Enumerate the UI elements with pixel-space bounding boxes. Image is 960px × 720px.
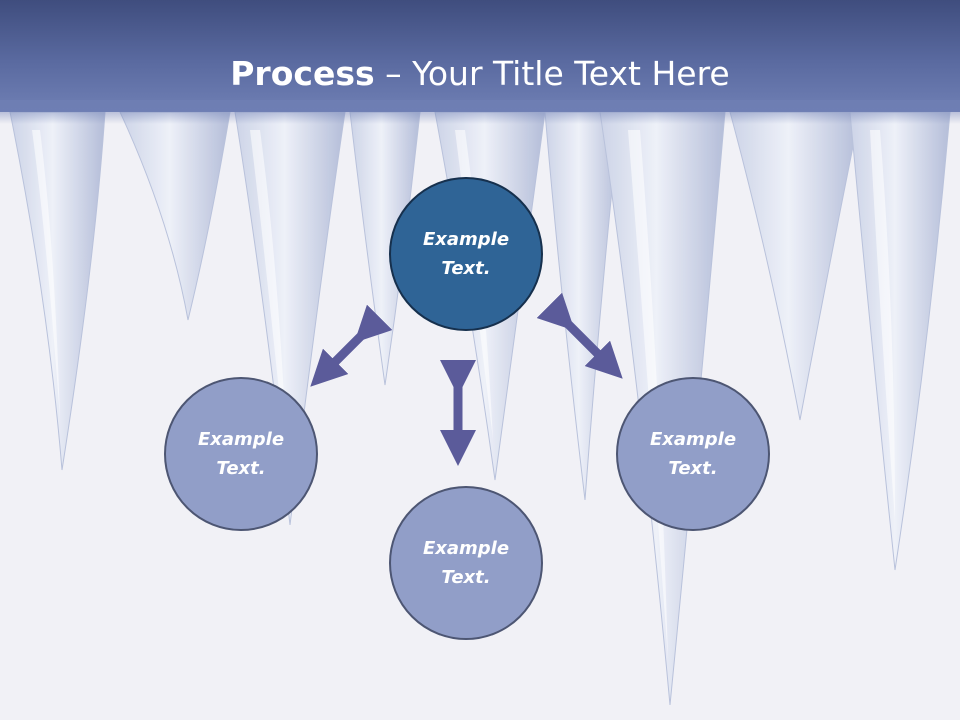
process-node-right: Example Text. <box>616 377 770 531</box>
slide-title-rest: – Your Title Text Here <box>374 54 730 93</box>
process-node-left-text: Example Text. <box>197 429 285 479</box>
slide-title-bold: Process <box>230 54 375 93</box>
title-bar-fade <box>0 100 960 124</box>
arrow-top-right <box>536 292 623 379</box>
process-node-top: Example Text. <box>389 177 543 331</box>
process-node-top-text: Example Text. <box>422 229 510 279</box>
process-node-bottom-text: Example Text. <box>422 538 510 588</box>
process-node-bottom: Example Text. <box>389 486 543 640</box>
title-bar <box>0 0 960 112</box>
process-node-left: Example Text. <box>164 377 318 531</box>
slide-title: Process – Your Title Text Here <box>0 52 960 96</box>
arrow-top-left <box>310 304 393 387</box>
process-node-right-text: Example Text. <box>649 429 737 479</box>
